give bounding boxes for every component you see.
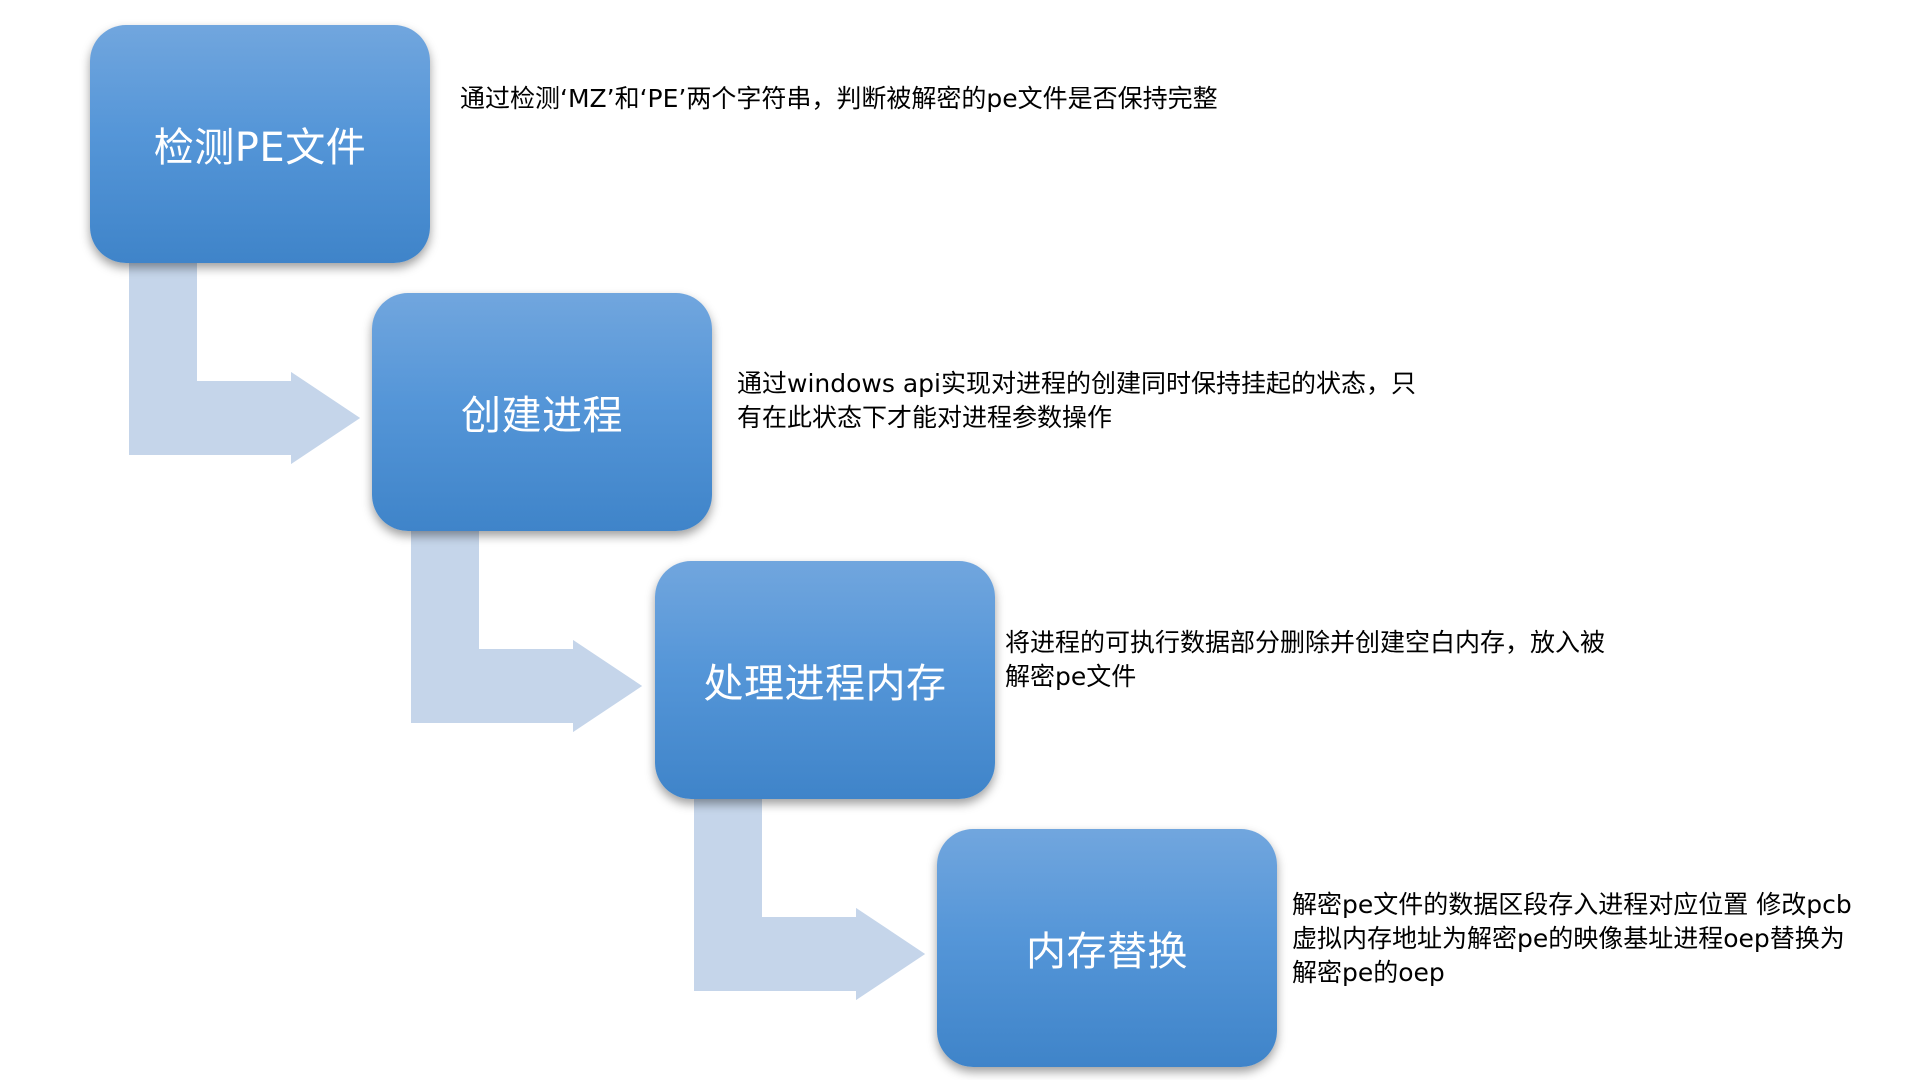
step-box-create-process: 创建进程 (372, 293, 712, 531)
step-title: 检测PE文件 (153, 125, 367, 171)
bent-arrow-2 (409, 529, 646, 736)
step-box-process-memory: 处理进程内存 (655, 561, 995, 799)
step-title: 处理进程内存 (703, 661, 947, 707)
step-title: 创建进程 (461, 393, 623, 439)
step-box-detect-pe: 检测PE文件 (90, 25, 430, 263)
step-description: 解密pe文件的数据区段存入进程对应位置 修改pcb虚拟内存地址为解密pe的映像基… (1292, 890, 1852, 987)
step-box-memory-replace: 内存替换 (937, 829, 1277, 1067)
step-description: 通过windows api实现对进程的创建同时保持挂起的状态，只有在此状态下才能… (737, 369, 1416, 432)
step-description: 将进程的可执行数据部分删除并创建空白内存，放入被解密pe文件 (1005, 628, 1606, 691)
bent-arrow-1 (127, 261, 364, 468)
bent-arrow-3 (692, 797, 929, 1004)
step-title: 内存替换 (1026, 929, 1188, 975)
step-description: 通过检测‘MZ’和‘PE’两个字符串，判断被解密的pe文件是否保持完整 (460, 84, 1218, 113)
